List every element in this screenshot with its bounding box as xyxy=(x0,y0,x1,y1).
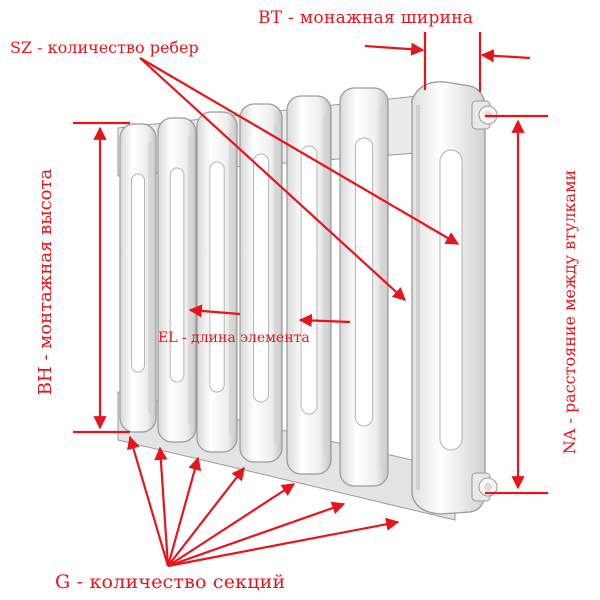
radiator-image xyxy=(117,81,498,521)
fin-shade xyxy=(188,136,194,424)
el-arrow-right xyxy=(298,313,351,328)
el-label: EL - длина элемента xyxy=(158,330,310,346)
bottom-bushing xyxy=(471,472,498,502)
sz-arrow-2 xyxy=(139,57,406,301)
g-arrow xyxy=(167,501,346,568)
g-label: G - количество секций xyxy=(55,571,286,593)
bushing-hole xyxy=(484,483,492,491)
fin-shade xyxy=(229,130,235,434)
fin-slot xyxy=(209,161,225,393)
g-arrow xyxy=(167,483,296,567)
g-arrow xyxy=(154,446,170,567)
fin-shade xyxy=(148,142,154,414)
bt-arrow-right xyxy=(480,49,531,63)
radiator-fin xyxy=(339,87,389,487)
na-label: NA - расстояние между втулками xyxy=(560,169,579,455)
radiator-fin xyxy=(196,111,238,453)
fin-slot xyxy=(131,173,145,373)
g-arrow xyxy=(127,435,170,567)
radiator-fin xyxy=(286,95,332,475)
sz-label: SZ - количество ребер xyxy=(10,38,199,57)
fin-slot xyxy=(300,145,318,415)
g-arrow xyxy=(166,456,202,567)
bt-label: BT - монажная ширина xyxy=(258,8,474,28)
g-arrow xyxy=(167,517,400,568)
fin-shade xyxy=(380,106,386,468)
radiator-front-section xyxy=(411,81,486,515)
fin-shade xyxy=(323,114,329,456)
sz-arrow-1 xyxy=(139,57,460,245)
fin-slot xyxy=(354,137,374,427)
el-arrow-left xyxy=(188,304,241,318)
radiator-fin xyxy=(239,103,283,463)
g-arrow xyxy=(167,466,245,567)
bt-arrow-left xyxy=(364,42,425,56)
annotations xyxy=(73,32,548,568)
fin-slot xyxy=(252,153,270,403)
fin-shade xyxy=(274,122,280,444)
fin-slot xyxy=(169,167,185,383)
radiator-fin xyxy=(119,123,157,433)
front-section-slot xyxy=(439,149,463,451)
bh-label: BH - монтажная высота xyxy=(35,168,56,396)
radiator-fin xyxy=(157,117,197,443)
